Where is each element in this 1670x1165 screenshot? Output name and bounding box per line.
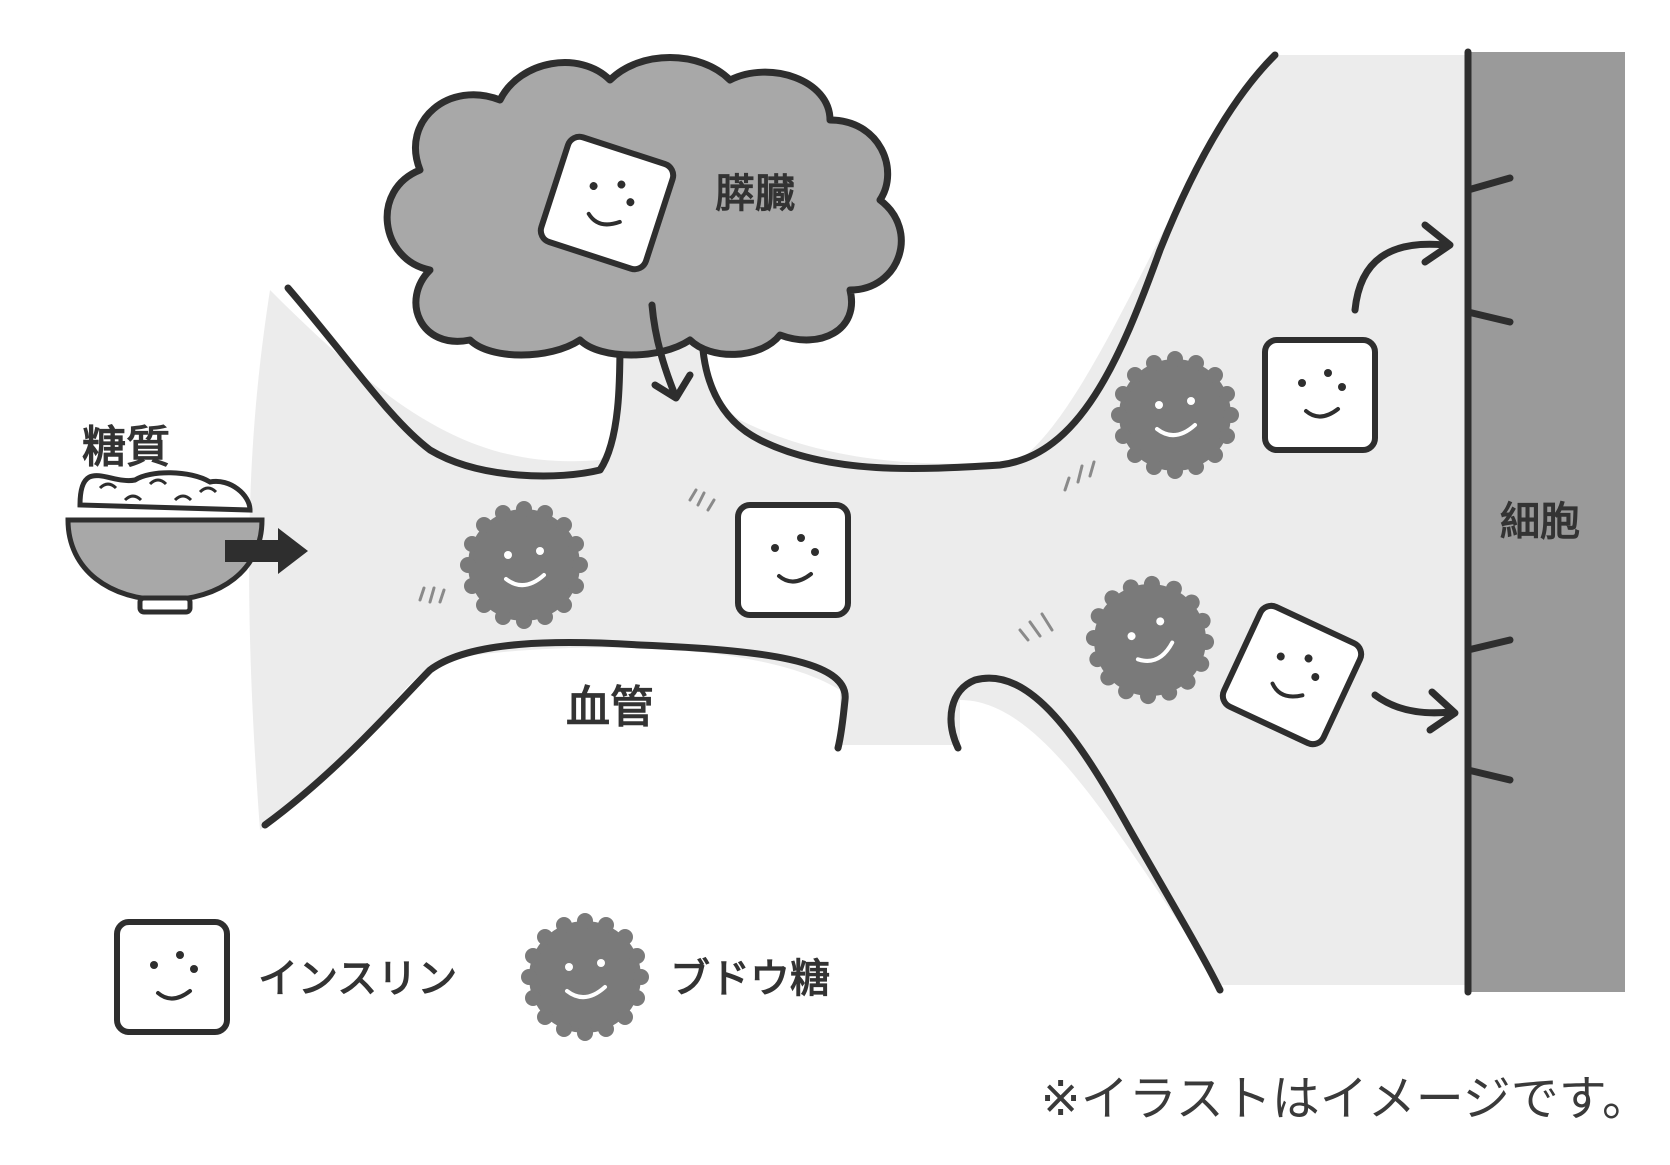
- cell-receptor-2: [1464, 308, 1514, 326]
- arrow-icon: [651, 371, 694, 402]
- carbohydrate-label: 糖質: [82, 422, 170, 473]
- arrow-icon: [1421, 221, 1454, 266]
- legend-insulin-icon: [117, 922, 227, 1032]
- arrow-icon: [1426, 688, 1459, 734]
- motion-lines: [1018, 612, 1054, 642]
- arrow-icon: [225, 528, 308, 574]
- legend-glucose-label: ブドウ糖: [670, 956, 830, 1002]
- legend-insulin-label: インスリン: [258, 956, 457, 1002]
- blood-vessel-body: [249, 55, 1471, 985]
- pancreas-label: 膵臓: [715, 171, 795, 217]
- cell-receptor-4: [1464, 766, 1514, 784]
- motion-lines: [1063, 460, 1096, 492]
- vessel-wall-upper-left: [284, 284, 624, 480]
- cell-receptor-3: [1464, 636, 1514, 654]
- rice-bowl-icon: [65, 470, 265, 615]
- glucose-molecule: [1109, 349, 1241, 481]
- blood-vessel-label: 血管: [566, 682, 654, 733]
- vessel-wall-upper-right: [698, 51, 1279, 473]
- motion-lines: [418, 586, 446, 604]
- vessel-wall-lower-left: [261, 639, 849, 829]
- arrow-icon: [1371, 691, 1454, 717]
- illustration-note: ※イラストはイメージです。: [1041, 1071, 1651, 1127]
- legend-glucose-icon: [519, 911, 651, 1043]
- cell-receptor-1: [1464, 174, 1514, 194]
- insulin-in-vessel: [738, 505, 848, 615]
- arrow-icon: [648, 301, 679, 399]
- insulin-upper-right: [1265, 340, 1375, 450]
- cell-wall: [1470, 52, 1625, 992]
- motion-lines: [688, 488, 716, 512]
- arrow-icon: [1351, 240, 1449, 314]
- glucose-molecule: [458, 499, 590, 631]
- vessel-wall-lower-right: [947, 674, 1224, 994]
- cell-label: 細胞: [1500, 499, 1580, 545]
